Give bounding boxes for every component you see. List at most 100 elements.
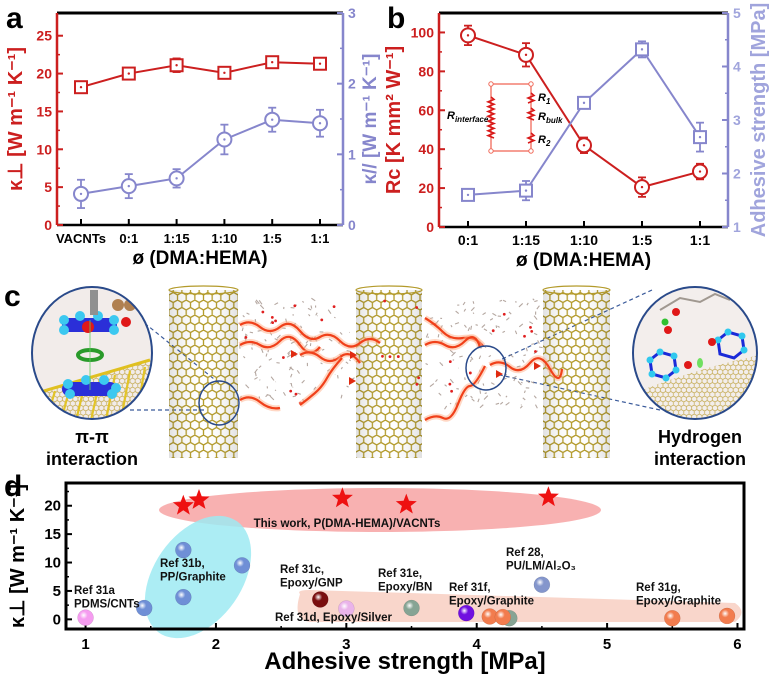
polymer-bond xyxy=(455,310,460,315)
oxygen-atom xyxy=(388,355,392,359)
highlight-circle-hydrogen xyxy=(465,345,507,391)
oxygen-atom xyxy=(448,360,452,363)
y-axis-title: κ⊥ [W m⁻¹ K⁻¹] xyxy=(7,484,29,628)
polymer-bond xyxy=(497,392,502,397)
hydrogen-label-line1: Hydrogen xyxy=(658,427,742,447)
nanotube-rim xyxy=(168,285,239,295)
aromatic-ring-bottom xyxy=(62,382,117,396)
right-tick-label: 1 xyxy=(733,219,741,235)
data-point-center xyxy=(271,61,274,64)
left-tick-label: 40 xyxy=(418,141,434,157)
polymer-bond xyxy=(251,347,253,350)
polymer-bond xyxy=(489,332,493,335)
polymer-bond xyxy=(488,355,492,358)
data-point-center xyxy=(698,135,702,139)
polymer-bond xyxy=(290,373,293,378)
carbon-atom xyxy=(648,370,656,378)
label-r1-main: R xyxy=(538,92,546,104)
polymer-bond xyxy=(499,299,503,302)
polymer-bond xyxy=(302,300,305,303)
data-point-sphere xyxy=(403,599,420,617)
right-tick-label: 1 xyxy=(348,146,356,162)
left-axis-title: Rc [K mm² W⁻¹] xyxy=(383,46,405,194)
polymer-bond xyxy=(505,402,510,406)
carbon-atom xyxy=(714,336,722,344)
polymer-bond xyxy=(435,379,438,383)
oxygen-atom xyxy=(381,354,384,358)
right-tick-label: 4 xyxy=(733,59,741,75)
x-tick-label: 0:1 xyxy=(458,232,478,248)
data-point-center xyxy=(223,138,226,141)
polymer-bond xyxy=(261,348,264,353)
right-axis-title: κ// [W m⁻¹ K⁻¹] xyxy=(360,54,381,185)
polymer-bond xyxy=(463,324,467,328)
polymer-bond xyxy=(472,312,475,315)
resistor-r1 xyxy=(525,92,537,104)
polymer-bond xyxy=(470,325,473,330)
polymer-bond xyxy=(526,380,530,384)
left-axis-title: κ⊥ [W m⁻¹ K⁻¹] xyxy=(5,47,27,191)
data-point-center xyxy=(466,193,470,197)
oxygen-atom xyxy=(244,335,248,339)
circuit-node xyxy=(488,81,494,87)
oxygen-atom xyxy=(289,389,293,393)
polymer-bond xyxy=(483,395,489,400)
label-r-bulk-main: R xyxy=(538,111,546,123)
left-tick-label: 15 xyxy=(36,103,52,119)
polymer-bond xyxy=(522,397,526,401)
polymer-bond xyxy=(313,386,317,390)
polymer-bond xyxy=(297,392,301,395)
data-point-star xyxy=(538,486,559,507)
polymer-bond xyxy=(264,339,267,342)
heat-flow-path xyxy=(489,357,564,380)
polymer-bond xyxy=(310,305,313,309)
x-tick-label: 1 xyxy=(81,636,89,653)
polymer-bond xyxy=(463,308,467,312)
polymer-bond xyxy=(308,313,311,317)
circuit-node xyxy=(488,148,494,154)
carbon-atom xyxy=(81,375,91,385)
y-tick-label: 0 xyxy=(53,611,61,628)
data-point-sphere xyxy=(233,557,251,574)
label-r2: R2 xyxy=(538,134,551,148)
data-point-center xyxy=(127,184,130,188)
nanotube-rim xyxy=(542,285,611,295)
oxygen-atom xyxy=(396,355,400,358)
polymer-bond xyxy=(523,354,527,357)
polymer-bond xyxy=(459,355,463,358)
left-tick-label: 0 xyxy=(426,219,434,235)
polymer-bond xyxy=(270,376,275,381)
polymer-bond xyxy=(328,338,333,342)
polymer-bond xyxy=(437,334,440,338)
annotation-ref-31a: Ref 31a xyxy=(74,585,116,597)
left-tick-label: 100 xyxy=(411,24,435,40)
annotation-ref-31d: Ref 31d, Epoxy/Silver xyxy=(275,612,392,624)
data-point-sphere xyxy=(533,576,551,593)
heat-flow-arrow xyxy=(291,350,298,358)
data-point-sphere xyxy=(338,600,355,617)
data-point-center xyxy=(223,71,226,75)
polymer-bond xyxy=(244,333,248,337)
polymer-bond xyxy=(287,352,291,356)
polymer-bond xyxy=(242,315,245,318)
polymer-bond xyxy=(531,343,535,345)
polymer-bond xyxy=(520,381,523,384)
hydrogen-bond-marker xyxy=(661,318,669,326)
annotation-ref-28: Ref 28, xyxy=(506,547,544,559)
polymer-bond xyxy=(340,366,343,370)
polymer-bond xyxy=(339,332,343,335)
polymer-bond xyxy=(505,317,510,321)
carbon-atom xyxy=(109,315,119,325)
left-tick-label: 0 xyxy=(44,217,52,233)
polymer-bond xyxy=(425,333,429,338)
data-point-center xyxy=(524,189,528,192)
right-axis-title: Adhesive strength [MPa] xyxy=(748,3,770,237)
series-line-κ// xyxy=(80,118,321,195)
carbon-atom xyxy=(670,352,678,360)
carbon-atom xyxy=(59,325,69,335)
carbon-atom xyxy=(65,389,75,399)
annotation-ref-28: PU/LM/Al₂O₃ xyxy=(506,561,576,573)
polymer-bond xyxy=(470,307,475,312)
data-point-center xyxy=(127,72,130,75)
data-point-star xyxy=(395,493,417,514)
